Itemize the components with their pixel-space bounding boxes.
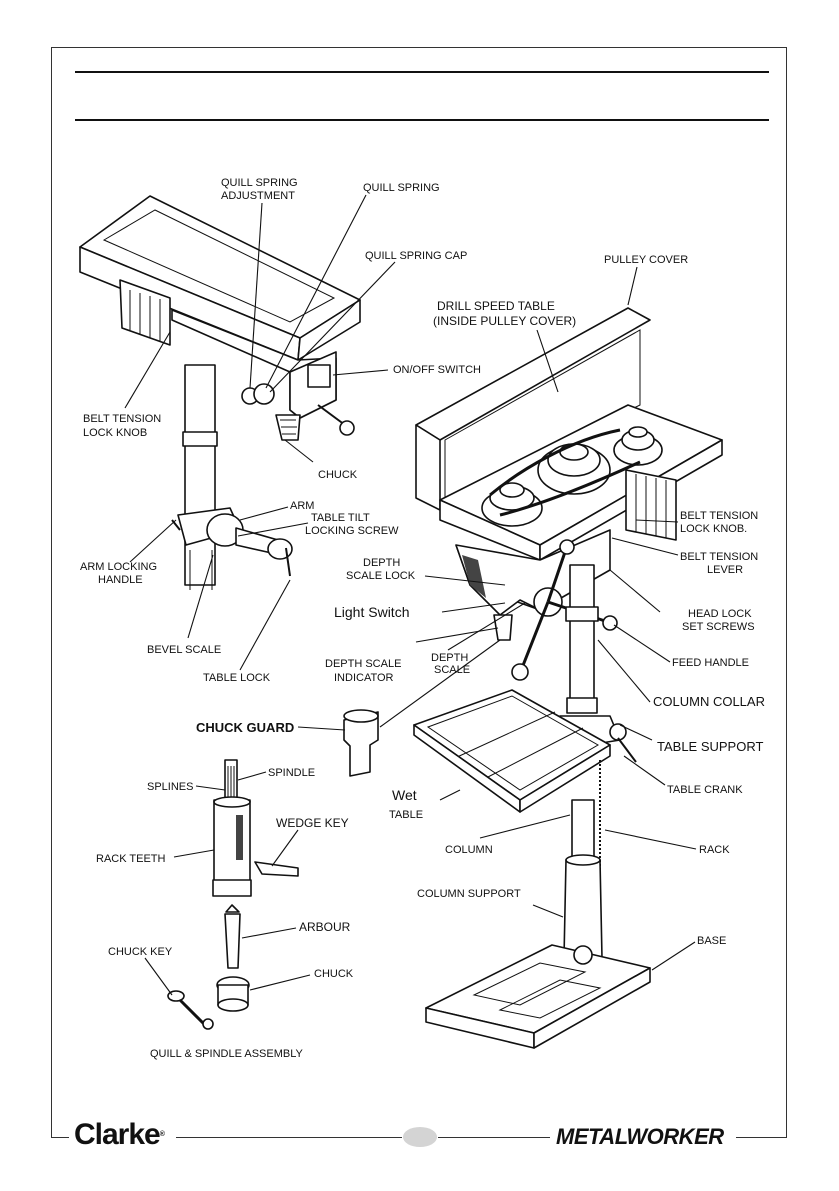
label-quill-spring-adjustment-1: QUILL SPRING xyxy=(221,177,298,189)
labels: QUILL SPRING ADJUSTMENT QUILL SPRING QUI… xyxy=(80,177,765,1060)
label-chuck-key: CHUCK KEY xyxy=(108,946,173,958)
header-rule-bottom xyxy=(75,119,769,121)
label-rack: RACK xyxy=(699,844,730,856)
label-base: BASE xyxy=(697,935,726,947)
footer-line-left-stub xyxy=(51,1137,69,1138)
page-border xyxy=(51,47,787,1137)
label-pulley-cover: PULLEY COVER xyxy=(604,254,688,266)
label-chuck-bottom: CHUCK xyxy=(314,968,354,980)
label-quill-assembly: QUILL & SPINDLE ASSEMBLY xyxy=(150,1048,304,1060)
label-table-crank: TABLE CRANK xyxy=(667,784,743,796)
metalworker-logo: METALWORKER xyxy=(556,1124,724,1149)
label-bevel-scale: BEVEL SCALE xyxy=(147,644,221,656)
label-belt-tension-left-1: BELT TENSION xyxy=(83,413,161,425)
footer-line-right xyxy=(438,1137,550,1138)
label-head-lock-1: HEAD LOCK xyxy=(688,608,752,620)
label-column-collar: COLUMN COLLAR xyxy=(653,694,765,709)
label-depth-scale-1: DEPTH xyxy=(431,652,468,664)
clarke-logo: Clarke® xyxy=(74,1118,165,1152)
label-table: TABLE xyxy=(389,809,423,821)
page-number-oval xyxy=(403,1127,437,1147)
footer-line-right-stub xyxy=(736,1137,787,1138)
label-arm-locking-2: HANDLE xyxy=(98,574,143,586)
label-depth-scale-indicator-2: INDICATOR xyxy=(334,672,394,684)
label-chuck-guard: CHUCK GUARD xyxy=(196,720,294,735)
label-belt-tension-right-1: BELT TENSION xyxy=(680,510,758,522)
left-drill-head xyxy=(79,195,361,590)
label-depth-scale-indicator-1: DEPTH SCALE xyxy=(325,658,401,670)
footer-line-left xyxy=(176,1137,402,1138)
label-quill-spring: QUILL SPRING xyxy=(363,182,440,194)
label-belt-tension-right-2: LOCK KNOB. xyxy=(680,523,747,535)
label-table-lock: TABLE LOCK xyxy=(203,672,271,684)
label-column: COLUMN xyxy=(445,844,493,856)
label-drill-speed-table-1: DRILL SPEED TABLE xyxy=(437,299,555,313)
label-quill-spring-adjustment-2: ADJUSTMENT xyxy=(221,190,295,202)
label-quill-spring-cap: QUILL SPRING CAP xyxy=(365,250,467,262)
label-rack-teeth: RACK TEETH xyxy=(96,853,166,865)
label-chuck-top: CHUCK xyxy=(318,469,358,481)
quill-spindle-assembly xyxy=(167,709,379,1030)
label-belt-tension-left-2: LOCK KNOB xyxy=(83,427,147,439)
label-depth-scale-lock-2: SCALE LOCK xyxy=(346,570,416,582)
right-drill xyxy=(413,307,723,1049)
label-light-switch: Light Switch xyxy=(334,604,409,620)
label-arm: ARM xyxy=(290,500,314,512)
label-splines: SPLINES xyxy=(147,781,193,793)
label-table-tilt-1: TABLE TILT xyxy=(311,512,370,524)
clarke-logo-text: Clarke xyxy=(74,1118,161,1151)
leader-lines xyxy=(124,194,697,996)
label-belt-tension-lever-2: LEVER xyxy=(707,564,743,576)
label-feed-handle: FEED HANDLE xyxy=(672,657,749,669)
label-belt-tension-lever-1: BELT TENSION xyxy=(680,551,758,563)
label-wet: Wet xyxy=(392,787,417,803)
label-head-lock-2: SET SCREWS xyxy=(682,621,755,633)
label-column-support: COLUMN SUPPORT xyxy=(417,888,521,900)
label-arm-locking-1: ARM LOCKING xyxy=(80,561,157,573)
header-rule-top xyxy=(75,71,769,73)
label-drill-speed-table-2: (INSIDE PULLEY COVER) xyxy=(433,314,576,328)
label-arbour: ARBOUR xyxy=(299,920,351,934)
registered-mark: ® xyxy=(159,1131,165,1138)
label-on-off-switch: ON/OFF SWITCH xyxy=(393,364,481,376)
label-wedge-key: WEDGE KEY xyxy=(276,816,349,830)
label-depth-scale-2: SCALE xyxy=(434,664,470,676)
label-depth-scale-lock-1: DEPTH xyxy=(363,557,400,569)
label-table-support: TABLE SUPPORT xyxy=(657,739,763,754)
label-table-tilt-2: LOCKING SCREW xyxy=(305,525,399,537)
label-spindle: SPINDLE xyxy=(268,767,315,779)
